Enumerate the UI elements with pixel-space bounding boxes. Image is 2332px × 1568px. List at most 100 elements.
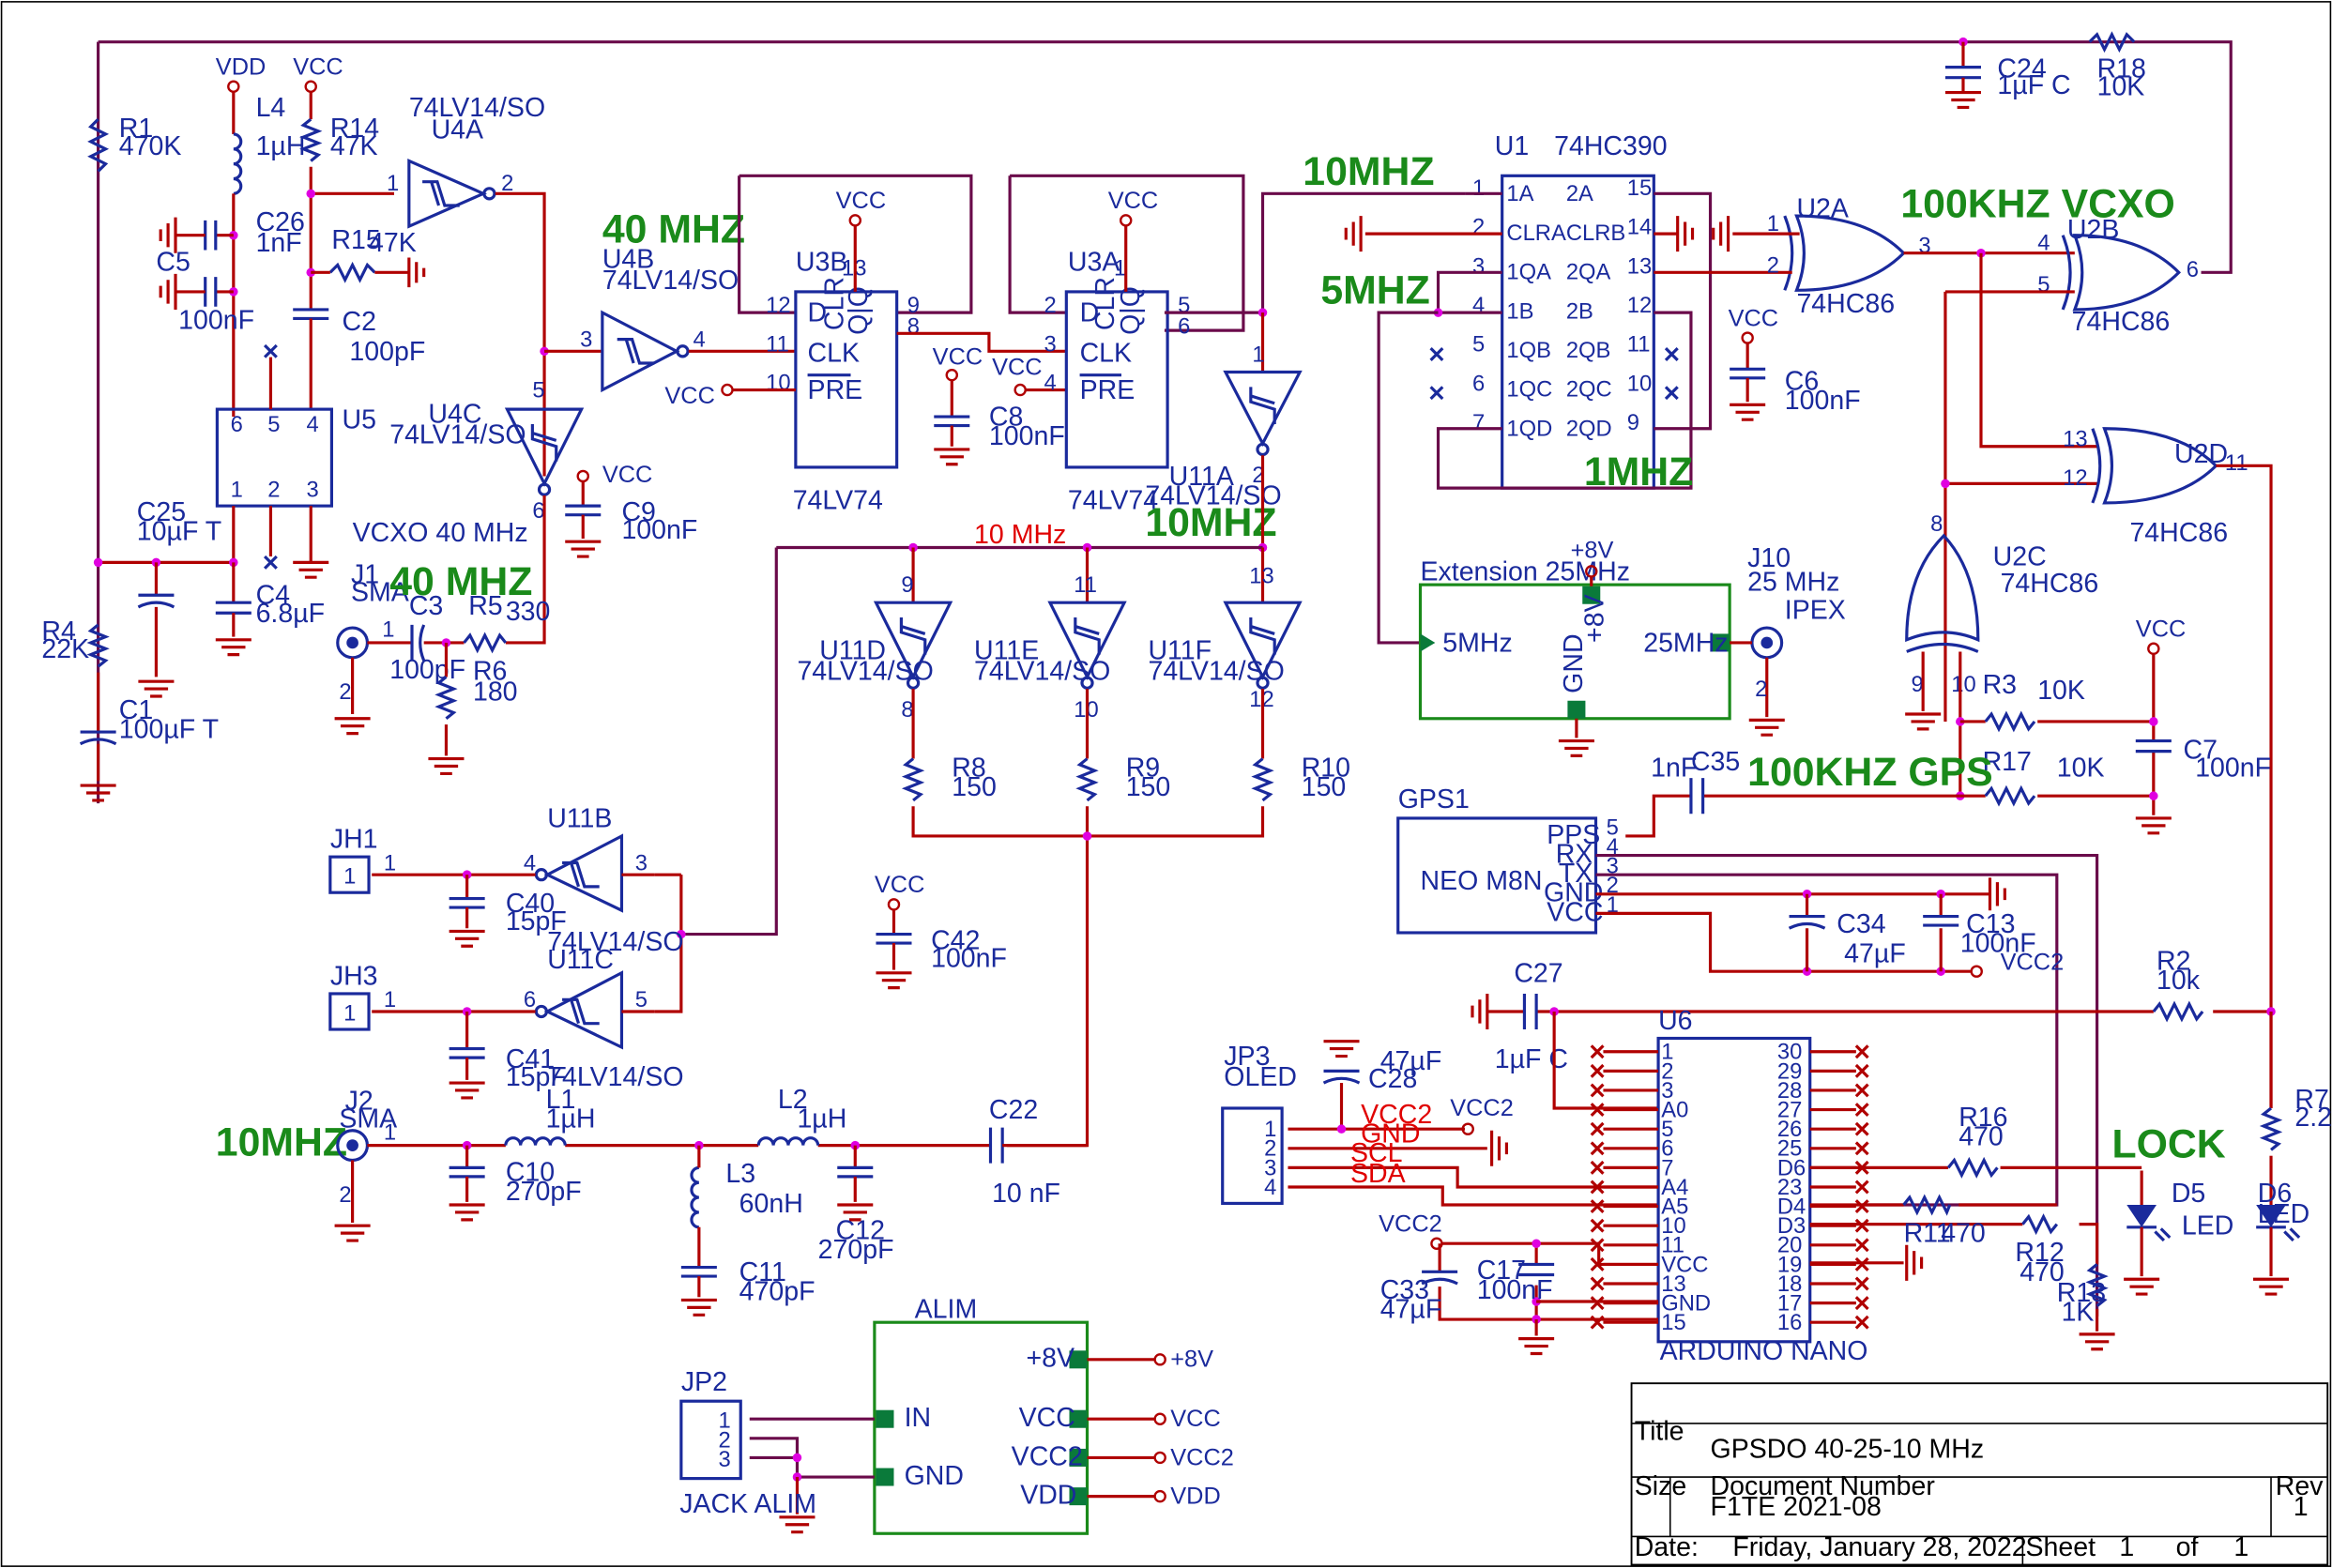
svg-text:74LV14/SO: 74LV14/SO [974,657,1110,687]
svg-text:GND: GND [1361,1119,1420,1149]
svg-text:RX: RX [1556,839,1593,869]
net-10mhz-c: 10MHZ [216,1120,347,1165]
svg-text:J1: J1 [351,560,379,590]
svg-text:Q|Q: Q|Q [844,286,874,335]
svg-text:100nF: 100nF [1960,929,2036,959]
nano-pin-label: 6 [1661,1136,1673,1162]
svg-text:11: 11 [2225,450,2248,476]
nano-pin-stub [1809,1063,1869,1078]
nano-pin-label: A4 [1661,1175,1688,1200]
svg-text:C8: C8 [989,403,1023,433]
svg-text:JP2: JP2 [681,1367,727,1397]
svg-text:U4A: U4A [432,115,483,145]
nano-pin-label: 18 [1777,1271,1802,1297]
svg-text:2: 2 [339,679,351,705]
svg-text:3: 3 [1264,1155,1276,1180]
svg-text:D6: D6 [2258,1179,2292,1209]
nano-pin-label: 1 [1661,1040,1673,1065]
l1-inductor [504,1136,567,1146]
nano-pin-label: 11 [1661,1233,1684,1258]
svg-text:L4: L4 [256,93,286,123]
svg-text:C27: C27 [1514,958,1562,988]
svg-text:VCC: VCC [1547,897,1603,927]
svg-text:C40: C40 [506,889,555,919]
svg-text:Q|Q: Q|Q [1116,286,1146,335]
svg-text:8: 8 [901,697,913,723]
svg-text:1: 1 [1767,211,1779,236]
u1-pin-number: 14 [1627,215,1652,240]
u4a-gate [407,159,488,229]
svg-text:8: 8 [907,313,920,339]
svg-text:JP3: JP3 [1224,1042,1270,1072]
svg-text:U5: U5 [343,405,376,435]
u1-pin-label: 1QB [1506,338,1551,363]
svg-text:PRE: PRE [1080,375,1136,405]
svg-text:JH1: JH1 [330,825,378,855]
doc-date: Friday, January 28, 2022 [1732,1532,2026,1562]
u3a-flipflop [1064,290,1169,469]
svg-text:1: 1 [1607,892,1619,918]
net-100khz-vcxo: 100KHZ VCXO [1900,182,2174,227]
u1-pin-label: 2QD [1566,416,1612,441]
svg-text:VCC: VCC [664,383,715,409]
svg-text:VCC2: VCC2 [1361,1100,1432,1130]
svg-text:L3: L3 [725,1159,755,1189]
svg-text:D: D [808,298,828,328]
nano-pin-stub [1809,1103,1869,1118]
svg-text:10: 10 [1951,672,1975,697]
svg-text:LED: LED [2258,1199,2309,1229]
svg-text:R9: R9 [1126,754,1160,784]
svg-text:C4: C4 [256,581,291,611]
svg-text:100nF: 100nF [1477,1275,1553,1305]
svg-text:C1: C1 [119,695,153,725]
svg-text:5: 5 [635,987,648,1012]
doc-number: F1TE 2021-08 [1711,1492,1882,1522]
svg-text:Date:: Date: [1635,1532,1699,1562]
svg-text:C12: C12 [836,1215,885,1245]
svg-text:60nH: 60nH [739,1189,803,1219]
svg-text:3: 3 [635,850,648,875]
svg-text:74LV14/SO: 74LV14/SO [547,1062,683,1092]
svg-text:U4B: U4B [602,245,654,275]
nano-pin-stub [1809,1238,1869,1253]
nano-pin-label: 5 [1661,1117,1673,1142]
nano-pin-label: 13 [1661,1271,1685,1297]
svg-text:R3: R3 [1983,670,2017,700]
svg-text:100nF: 100nF [931,943,1007,973]
svg-text:74LV14/SO: 74LV14/SO [1148,657,1284,687]
svg-text:4: 4 [2037,231,2050,256]
svg-text:1nF: 1nF [256,228,302,258]
svg-text:C5: C5 [156,248,190,278]
svg-text:2: 2 [718,1427,730,1453]
svg-text:11: 11 [766,331,789,357]
svg-text:NEO M8N: NEO M8N [1421,866,1543,896]
svg-text:VCC: VCC [1729,305,1779,331]
svg-text:U11A: U11A [1169,462,1234,492]
svg-text:470: 470 [2020,1257,2065,1287]
svg-text:R14: R14 [330,114,379,144]
svg-text:150: 150 [952,772,997,802]
svg-text:VCC2: VCC2 [1012,1441,1083,1471]
svg-text:100nF: 100nF [989,421,1065,451]
svg-text:U3A: U3A [1068,248,1120,278]
nano-pin-label: 23 [1777,1175,1802,1200]
u1-pin-label: 1QA [1506,260,1551,285]
svg-text:VCC: VCC [836,188,887,214]
u4c-gate [504,407,585,487]
u1-pin-label: CLRB [1566,221,1625,246]
svg-text:ALIM: ALIM [915,1294,978,1324]
svg-text:C17: C17 [1477,1256,1526,1286]
u1-pin-label: 2QA [1566,260,1611,285]
l4-inductor [233,132,243,195]
svg-text:74LV74: 74LV74 [793,485,883,515]
u1-pin-number: 6 [1472,371,1485,396]
svg-text:D5: D5 [2172,1179,2205,1209]
svg-text:U11D: U11D [819,635,886,665]
svg-text:J2: J2 [345,1087,373,1117]
svg-text:U1: U1 [1495,131,1529,161]
svg-text:1: 1 [2233,1532,2248,1562]
u5-vcxo [215,407,333,508]
svg-text:VCC: VCC [1108,188,1159,214]
net-lock: LOCK [2111,1121,2225,1166]
